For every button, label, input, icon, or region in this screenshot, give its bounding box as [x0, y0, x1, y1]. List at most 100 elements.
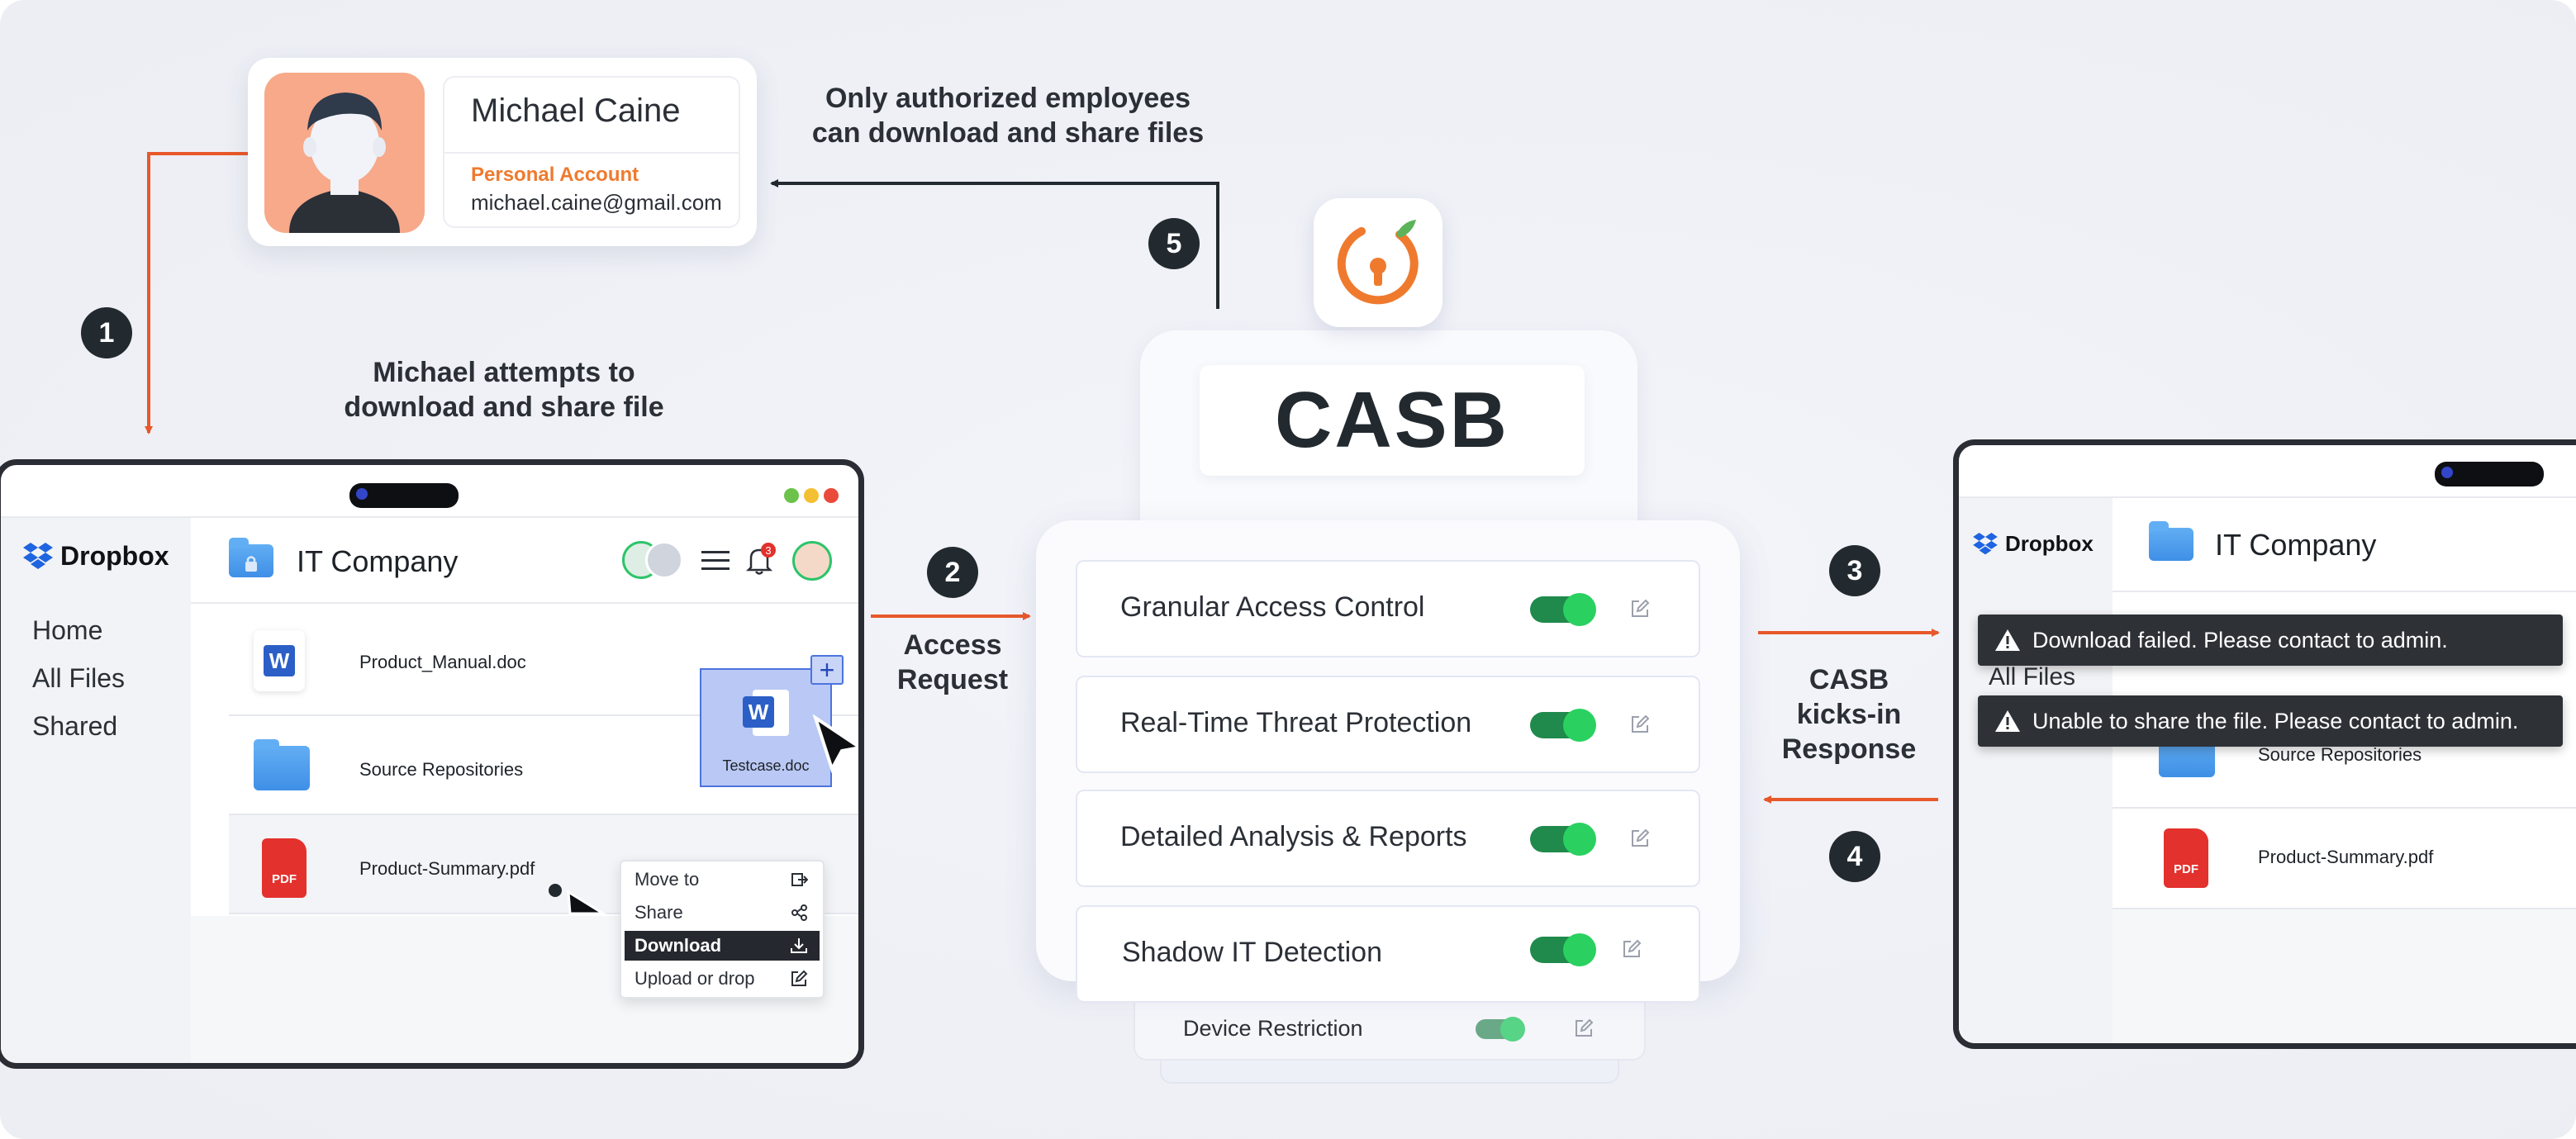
- error-toast-share: Unable to share the file. Please contact…: [1978, 695, 2563, 747]
- camera-notch: [349, 483, 459, 508]
- feature-toggle[interactable]: [1530, 593, 1596, 626]
- dragged-file-name: Testcase.doc: [722, 757, 810, 774]
- header-divider: [2113, 591, 2576, 592]
- share-icon: [791, 904, 807, 921]
- profile-account-type: Personal Account: [471, 164, 639, 186]
- error-toast-download: Download failed. Please contact to admin…: [1978, 615, 2563, 666]
- camera-notch: [2435, 462, 2544, 486]
- dragged-file[interactable]: W Testcase.doc: [700, 668, 832, 787]
- add-badge: +: [810, 655, 844, 685]
- window-controls: [784, 488, 839, 503]
- file-row[interactable]: [229, 604, 858, 716]
- feature-toggle[interactable]: [1530, 823, 1596, 856]
- file-name: Source Repositories: [359, 759, 524, 780]
- warning-icon: [1995, 629, 2020, 651]
- header-title: IT Company: [297, 544, 459, 578]
- feature-granular-access: Granular Access Control: [1076, 560, 1700, 657]
- profile-name: Michael Caine: [471, 93, 681, 129]
- edit-icon[interactable]: [1629, 598, 1651, 619]
- menu-item-label: Share: [634, 902, 683, 923]
- feature-label: Device Restriction: [1183, 1016, 1363, 1041]
- feature-analysis-reports: Detailed Analysis & Reports: [1076, 790, 1700, 887]
- feature-toggle[interactable]: [1530, 933, 1596, 966]
- feature-label: Shadow IT Detection: [1122, 937, 1382, 968]
- dropbox-icon: [1973, 532, 1998, 554]
- casb-logo: [1314, 198, 1442, 327]
- pdf-icon: PDF: [262, 838, 307, 898]
- edit-icon[interactable]: [1621, 938, 1642, 960]
- pointer-cursor-icon: [549, 884, 608, 915]
- casb-lock-logo-icon: [1337, 220, 1419, 305]
- profile-divider: [444, 152, 739, 154]
- menu-item-move-to[interactable]: Move to: [625, 865, 820, 895]
- lock-icon: [245, 556, 257, 572]
- minimize-dot[interactable]: [784, 488, 799, 503]
- feature-label: Granular Access Control: [1120, 591, 1425, 623]
- menu-item-label: Move to: [634, 869, 700, 890]
- edit-icon[interactable]: [1573, 1018, 1595, 1039]
- feature-label: Real-Time Threat Protection: [1120, 707, 1472, 738]
- maximize-dot[interactable]: [804, 488, 819, 503]
- svg-text:W: W: [749, 700, 769, 724]
- arrow-casb-to-profile: [770, 179, 1219, 309]
- feature-threat-protection: Real-Time Threat Protection: [1076, 676, 1700, 773]
- menu-item-label: Upload or drop: [634, 968, 755, 989]
- edit-icon[interactable]: [1629, 828, 1651, 849]
- header-divider: [191, 602, 858, 604]
- step-badge-5: 5: [1148, 218, 1200, 269]
- user-avatar-small[interactable]: [792, 541, 832, 581]
- folder-icon: [254, 739, 310, 790]
- caption-attempt: Michael attempts to download and share f…: [344, 357, 664, 423]
- move-icon: [791, 873, 808, 886]
- profile-email: michael.caine@gmail.com: [471, 190, 722, 215]
- dropbox-logo[interactable]: Dropbox: [1972, 531, 2094, 557]
- context-menu: Move to Share Download Upload or drop: [620, 860, 825, 999]
- toast-message: Unable to share the file. Please contact…: [2032, 708, 2519, 733]
- menu-item-upload[interactable]: Upload or drop: [625, 964, 820, 994]
- top-divider: [1, 516, 858, 518]
- top-divider: [1959, 496, 2576, 498]
- warning-icon: [1995, 710, 2020, 732]
- close-dot[interactable]: [824, 488, 839, 503]
- file-row[interactable]: [229, 716, 858, 815]
- edit-icon: [791, 970, 808, 986]
- folder-icon: [2149, 521, 2193, 561]
- step-badge-1: 1: [81, 307, 132, 358]
- cursor-icon: [812, 714, 858, 774]
- feature-toggle[interactable]: [1476, 1017, 1525, 1042]
- feature-toggle[interactable]: [1530, 709, 1596, 742]
- notification-bell[interactable]: 3: [744, 543, 777, 577]
- profile-info: Michael Caine Personal Account michael.c…: [443, 76, 740, 228]
- content-footer: [2113, 909, 2576, 1043]
- file-name: Product-Summary.pdf: [359, 858, 535, 879]
- caption-authorized: Only authorized employees can download a…: [811, 83, 1205, 149]
- row-divider: [2113, 807, 2576, 809]
- nav-all-files[interactable]: All Files: [32, 663, 126, 693]
- edit-icon[interactable]: [1629, 714, 1651, 735]
- user-avatar: [264, 73, 425, 233]
- file-name: Product-Summary.pdf: [2258, 847, 2434, 867]
- menu-item-label: Download: [634, 935, 722, 956]
- menu-icon[interactable]: [700, 548, 731, 574]
- feature-shadow-it: Shadow IT Detection: [1076, 905, 1700, 1003]
- dropbox-logo[interactable]: Dropbox: [22, 541, 169, 572]
- right-sidebar: Dropbox All Files: [1959, 498, 2113, 1043]
- folder-icon: [229, 538, 273, 577]
- caption-casb-response: CASB kicks-in Response: [1781, 664, 1917, 765]
- menu-item-share[interactable]: Share: [625, 898, 820, 928]
- step-badge-4: 4: [1829, 831, 1880, 882]
- nav-all-files[interactable]: All Files: [1989, 663, 2076, 691]
- shared-avatars[interactable]: [622, 541, 685, 581]
- bell-icon: [745, 548, 773, 575]
- menu-item-download[interactable]: Download: [625, 931, 820, 961]
- nav-home[interactable]: Home: [32, 615, 103, 645]
- panel-shadow-layer: [1160, 1059, 1619, 1084]
- word-doc-icon: W: [254, 630, 305, 691]
- file-name: Source Repositories: [2258, 744, 2422, 765]
- header-title: IT Company: [2215, 528, 2377, 562]
- nav-shared[interactable]: Shared: [32, 711, 118, 741]
- brand-name: Dropbox: [60, 541, 169, 571]
- download-icon: [791, 938, 807, 953]
